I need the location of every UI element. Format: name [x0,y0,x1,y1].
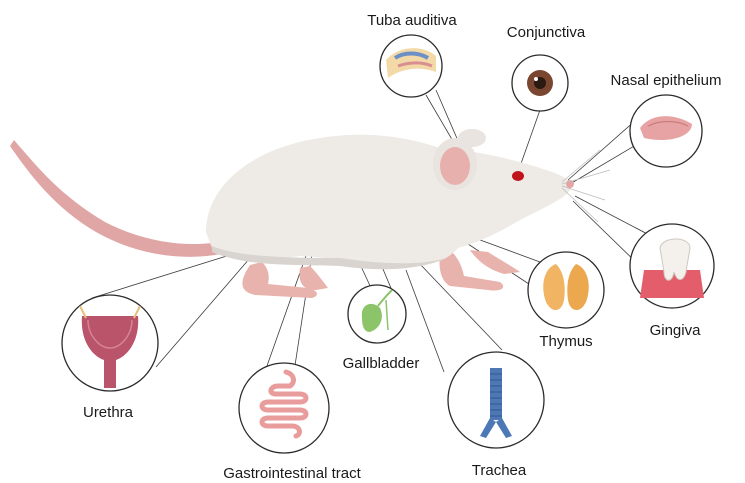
conjunctiva-callout: Conjunctiva [507,24,586,111]
nasal-epithelium-label: Nasal epithelium [611,72,722,89]
gingiva-callout: Gingiva [630,224,714,339]
gallbladder-label: Gallbladder [343,355,420,372]
gingiva-label: Gingiva [650,322,702,339]
urethra-label: Urethra [83,404,134,421]
mouse-body [206,135,572,267]
gallbladder-callout: Gallbladder [343,285,420,372]
tuba-auditiva-label: Tuba auditiva [367,12,457,29]
trachea-label: Trachea [472,462,527,479]
gastrointestinal-tract-callout: Gastrointestinal tract [223,363,361,482]
thymus-label: Thymus [539,333,592,350]
mouse-eye [512,171,524,181]
tail [10,140,230,257]
trachea-callout: Trachea [448,352,544,479]
thymus-callout: Thymus [528,252,604,350]
urethra-callout: Urethra [62,295,158,421]
gastrointestinal-tract-label: Gastrointestinal tract [223,465,361,482]
tuba-auditiva-callout: Tuba auditiva [367,12,457,97]
conjunctiva-label: Conjunctiva [507,24,586,41]
nasal-epithelium-callout: Nasal epithelium [611,72,722,167]
